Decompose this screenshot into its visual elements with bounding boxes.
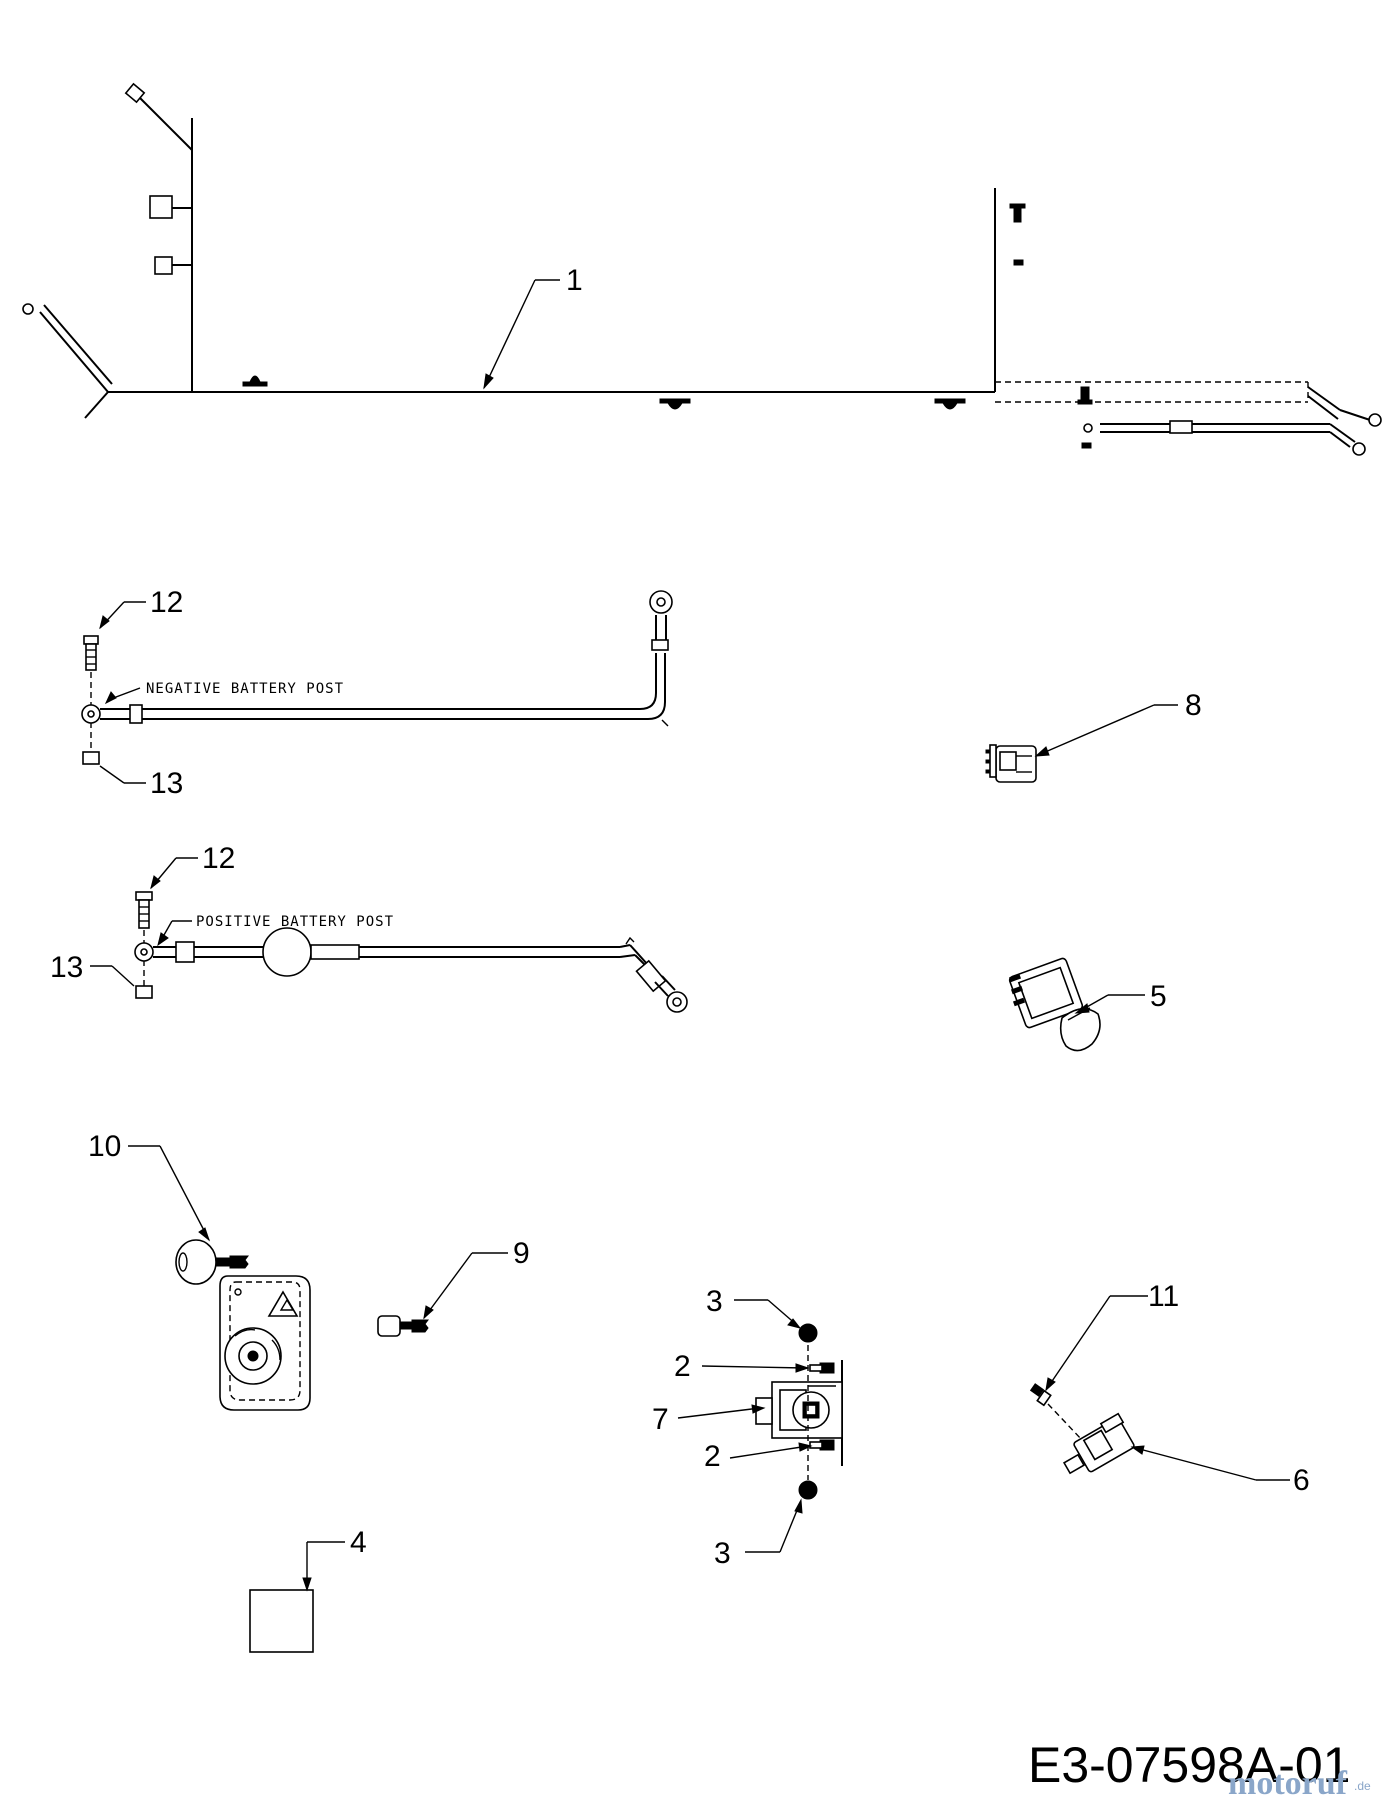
callout-5: 5 bbox=[1150, 980, 1167, 1013]
watermark-suffix: .de bbox=[1354, 1779, 1371, 1793]
part-4-decal bbox=[249, 1589, 314, 1653]
callout-13b: 13 bbox=[50, 951, 83, 984]
part-7-assembly bbox=[755, 1323, 843, 1500]
part-8-connector bbox=[985, 744, 1037, 783]
callout-4: 4 bbox=[350, 1526, 367, 1559]
label-positive-battery-post: POSITIVE BATTERY POST bbox=[196, 914, 394, 930]
positive-battery-cable bbox=[134, 891, 688, 1013]
callout-7: 7 bbox=[652, 1403, 669, 1436]
part-10-ignition-switch bbox=[175, 1239, 311, 1411]
part-11-screw bbox=[1029, 1383, 1052, 1407]
harness-clip bbox=[659, 398, 691, 410]
part-9-key bbox=[377, 1315, 429, 1337]
harness-clip bbox=[934, 398, 966, 410]
part-6-sensor bbox=[1062, 1412, 1135, 1475]
callout-2a: 2 bbox=[674, 1350, 691, 1383]
callout-9: 9 bbox=[513, 1237, 530, 1270]
callout-10: 10 bbox=[88, 1130, 121, 1163]
callout-11: 11 bbox=[1148, 1280, 1179, 1313]
callout-13a: 13 bbox=[150, 767, 183, 800]
callout-12a: 12 bbox=[150, 586, 183, 619]
callout-8: 8 bbox=[1185, 689, 1202, 722]
callout-3b: 3 bbox=[714, 1537, 731, 1570]
callout-2b: 2 bbox=[704, 1440, 721, 1473]
callout-6: 6 bbox=[1293, 1464, 1310, 1497]
drawing-number: E3-07598A-01 bbox=[1028, 1737, 1350, 1793]
wiring-harness bbox=[22, 82, 1382, 456]
callout-1: 1 bbox=[566, 264, 583, 297]
callout-12b: 12 bbox=[202, 842, 235, 875]
negative-battery-cable bbox=[81, 590, 673, 765]
part-5-switch bbox=[1008, 957, 1101, 1052]
harness-clip bbox=[242, 375, 268, 387]
callout-3a: 3 bbox=[706, 1285, 723, 1318]
watermark-logo: motoruf bbox=[1228, 1765, 1348, 1800]
label-negative-battery-post: NEGATIVE BATTERY POST bbox=[146, 681, 344, 697]
